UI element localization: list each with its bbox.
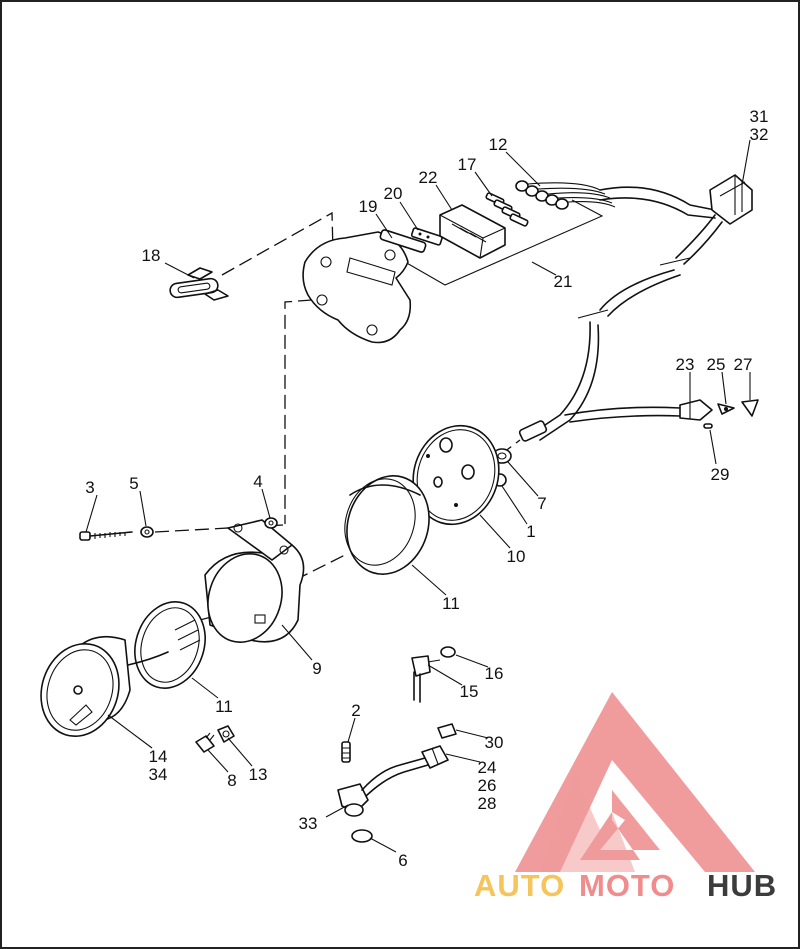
part-15-switch (411, 655, 441, 703)
callout-c16: 16 (485, 664, 504, 683)
callout-c32: 32 (750, 125, 769, 144)
part-2-screw (341, 741, 351, 763)
callout-c1: 1 (526, 522, 535, 541)
callout-c26: 26 (478, 776, 497, 795)
logo-triangle-outer (515, 692, 755, 872)
mounting-bracket (302, 231, 412, 344)
callout-c18: 18 (142, 246, 161, 265)
part-10-back-plate (412, 424, 500, 526)
watermark-logo (515, 692, 755, 872)
callout-c5: 5 (129, 474, 138, 493)
harness-main (518, 186, 723, 442)
callout-c28: 28 (478, 794, 497, 813)
callout-c9: 9 (312, 659, 321, 678)
callout-c13: 13 (249, 765, 268, 784)
callout-c23: 23 (676, 355, 695, 374)
callout-c10: 10 (507, 547, 526, 566)
part-8-bulb (195, 732, 215, 753)
part-16-cap (440, 646, 456, 658)
part-27-plug (741, 399, 759, 417)
callout-c4: 4 (253, 472, 262, 491)
watermark-word-auto: AUTO (474, 868, 565, 903)
watermark-word-moto: MOTO (579, 868, 675, 903)
callout-c31: 31 (750, 107, 769, 126)
callout-c6: 6 (398, 851, 407, 870)
part-25-terminal (717, 403, 735, 415)
part-18-clip (169, 267, 229, 301)
part-22-connector (439, 204, 506, 259)
callout-c7: 7 (537, 494, 546, 513)
part-24-connector (421, 745, 449, 769)
callout-c17: 17 (458, 155, 477, 174)
callout-c2: 2 (351, 701, 360, 720)
callout-c19: 19 (359, 197, 378, 216)
part-13-socket (217, 725, 235, 743)
part-11-ring-lower (134, 601, 206, 689)
watermark-wordmark: AUTO MOTO HUB (474, 868, 777, 903)
part-11-ring-upper (344, 475, 430, 575)
callout-c14: 14 (149, 747, 168, 766)
callout-c22: 22 (419, 168, 438, 187)
part-3-bolt (79, 531, 133, 541)
callout-c11a: 11 (442, 594, 460, 613)
part-12-wire-ends (515, 180, 616, 210)
watermark-word-hub: HUB (707, 868, 777, 903)
part-6-o-ring (351, 829, 373, 843)
group-bracket-21 (404, 199, 604, 286)
callout-c11b: 11 (215, 697, 233, 716)
callout-c24: 24 (478, 758, 497, 777)
part-14-gauge (40, 635, 169, 738)
part-30-clip (437, 723, 457, 739)
callout-c30: 30 (485, 733, 504, 752)
part-5-washer (140, 526, 154, 538)
part-4-nut (264, 517, 278, 529)
callout-c25: 25 (707, 355, 726, 374)
callout-c29: 29 (711, 465, 730, 484)
part-19-strip (379, 229, 427, 253)
part-20-strip (410, 227, 443, 246)
part-9-housing (204, 519, 305, 644)
callout-c21: 21 (554, 272, 573, 291)
part-29-pin (703, 423, 713, 429)
part-33-sensor (337, 757, 429, 817)
callout-c34: 34 (149, 765, 168, 784)
callout-c8: 8 (227, 771, 236, 790)
part-23-connector (679, 399, 713, 421)
logo-m-shape (540, 775, 635, 872)
callout-c33: 33 (299, 814, 318, 833)
callout-c12: 12 (489, 135, 508, 154)
callout-c27: 27 (734, 355, 753, 374)
callout-c15: 15 (460, 682, 479, 701)
part-17-terminals (485, 192, 529, 227)
logo-triangle-inner (580, 790, 660, 860)
callout-c20: 20 (384, 184, 403, 203)
callout-c3: 3 (85, 478, 94, 497)
part-31-32-connector (709, 174, 753, 225)
leader-lines (85, 139, 751, 853)
